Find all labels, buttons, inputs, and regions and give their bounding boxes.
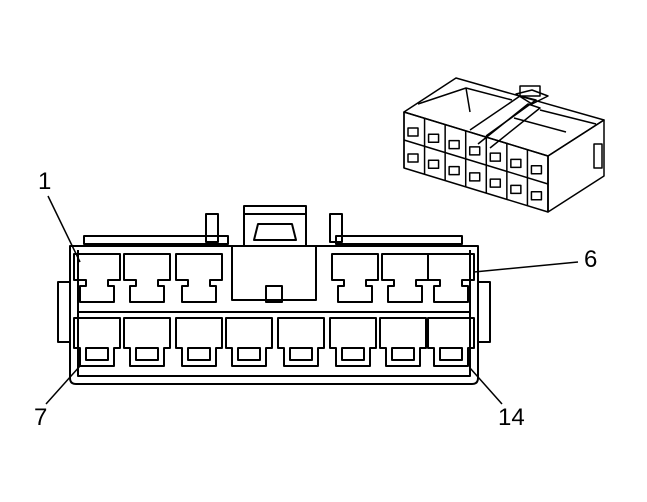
cavity-top-6 (428, 254, 474, 302)
pin-label-1: 1 (38, 168, 52, 195)
cavity-bottom-4 (226, 318, 272, 366)
connector-face (58, 206, 490, 384)
cavity-bottom-8 (428, 318, 474, 366)
cavity-bottom-6 (330, 318, 376, 366)
iso-cavity-bottom (511, 185, 521, 193)
leader-lines (46, 196, 578, 404)
iso-cavity-top (429, 134, 439, 142)
cavity-bottom-3 (176, 318, 222, 366)
iso-cavity-top (531, 166, 541, 174)
connector-isometric-view (404, 78, 604, 212)
iso-cavity-top (408, 128, 418, 136)
cavity-bottom-1 (74, 318, 120, 366)
leader-pin-7 (46, 366, 80, 404)
leader-pin-1 (48, 196, 80, 262)
iso-cavity-top (511, 159, 521, 167)
cavity-top-2 (124, 254, 170, 302)
iso-cavity-bottom (531, 192, 541, 200)
pin-label-6: 6 (584, 246, 598, 273)
iso-cavity-top (490, 153, 500, 161)
pin-label-7: 7 (34, 404, 48, 431)
bottom-row-cavities (74, 318, 474, 366)
cavity-top-4 (332, 254, 378, 302)
cavity-bottom-5 (278, 318, 324, 366)
cavity-bottom-2 (124, 318, 170, 366)
cavity-top-3 (176, 254, 222, 302)
top-row-cavities (74, 254, 474, 302)
cavity-top-5 (382, 254, 428, 302)
iso-cavity-top (449, 141, 459, 149)
pin-label-14: 14 (498, 404, 525, 431)
leader-pin-6 (474, 262, 578, 272)
iso-cavity-top (470, 147, 480, 155)
leader-pin-14 (470, 368, 502, 404)
iso-cavity-bottom (470, 173, 480, 181)
iso-cavity-bottom (408, 154, 418, 162)
cavity-bottom-7 (380, 318, 426, 366)
iso-cavity-bottom (429, 160, 439, 168)
iso-cavity-bottom (449, 167, 459, 175)
iso-cavity-bottom (490, 179, 500, 187)
cavity-top-1 (74, 254, 120, 302)
